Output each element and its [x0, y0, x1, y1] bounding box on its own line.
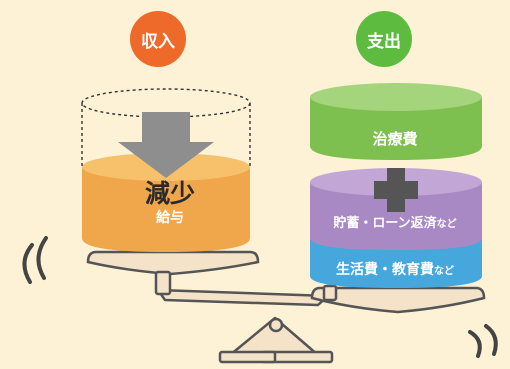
- savings-loan-label-main: 貯蓄・ローン返済: [333, 216, 437, 231]
- pivot: [268, 317, 284, 333]
- living-expenses-label-main: 生活費・教育費: [336, 262, 434, 278]
- expense-badge: 支出: [356, 11, 412, 67]
- left-scale-pan: [86, 250, 260, 296]
- savings-loan-label-suffix: など: [436, 219, 457, 230]
- savings-loan-label: 貯蓄・ローン返済など: [302, 212, 488, 231]
- plus-icon: [374, 168, 418, 212]
- down-arrow-icon: [118, 112, 214, 178]
- medical-expenses-cylinder: [310, 83, 482, 160]
- decrease-label: 減少: [144, 179, 195, 208]
- right-scale-pan: [310, 284, 486, 314]
- salary-label: 給与: [156, 210, 184, 226]
- living-expenses-label: 生活費・教育費など: [302, 259, 488, 279]
- living-expenses-label-suffix: など: [434, 266, 454, 277]
- scale-beam: [156, 288, 334, 364]
- medical-expenses-label: 治療費: [372, 130, 418, 148]
- wobble-marks-icon: [22, 236, 498, 358]
- previous-amount-outline: [81, 88, 251, 167]
- income-badge: 収入: [130, 11, 186, 67]
